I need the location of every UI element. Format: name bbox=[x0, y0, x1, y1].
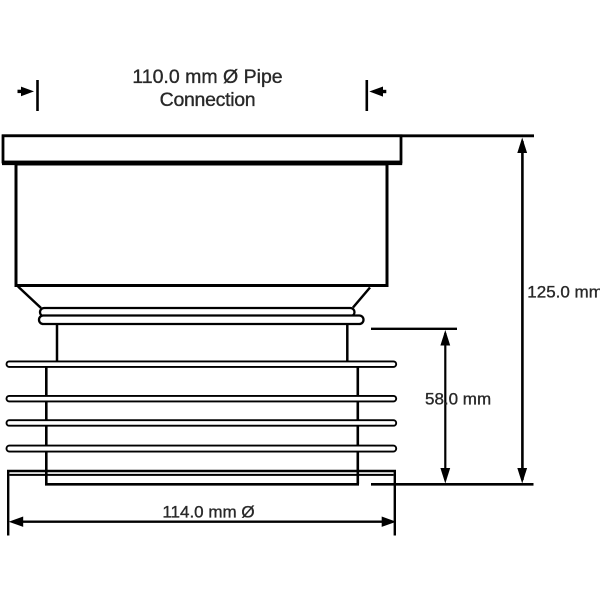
svg-text:114.0 mm Ø: 114.0 mm Ø bbox=[162, 503, 254, 522]
svg-text:110.0 mm Ø Pipe: 110.0 mm Ø Pipe bbox=[132, 66, 282, 88]
svg-text:125.0 mm: 125.0 mm bbox=[527, 283, 600, 302]
svg-text:58.0 mm: 58.0 mm bbox=[425, 390, 491, 409]
svg-text:Connection: Connection bbox=[160, 89, 256, 111]
